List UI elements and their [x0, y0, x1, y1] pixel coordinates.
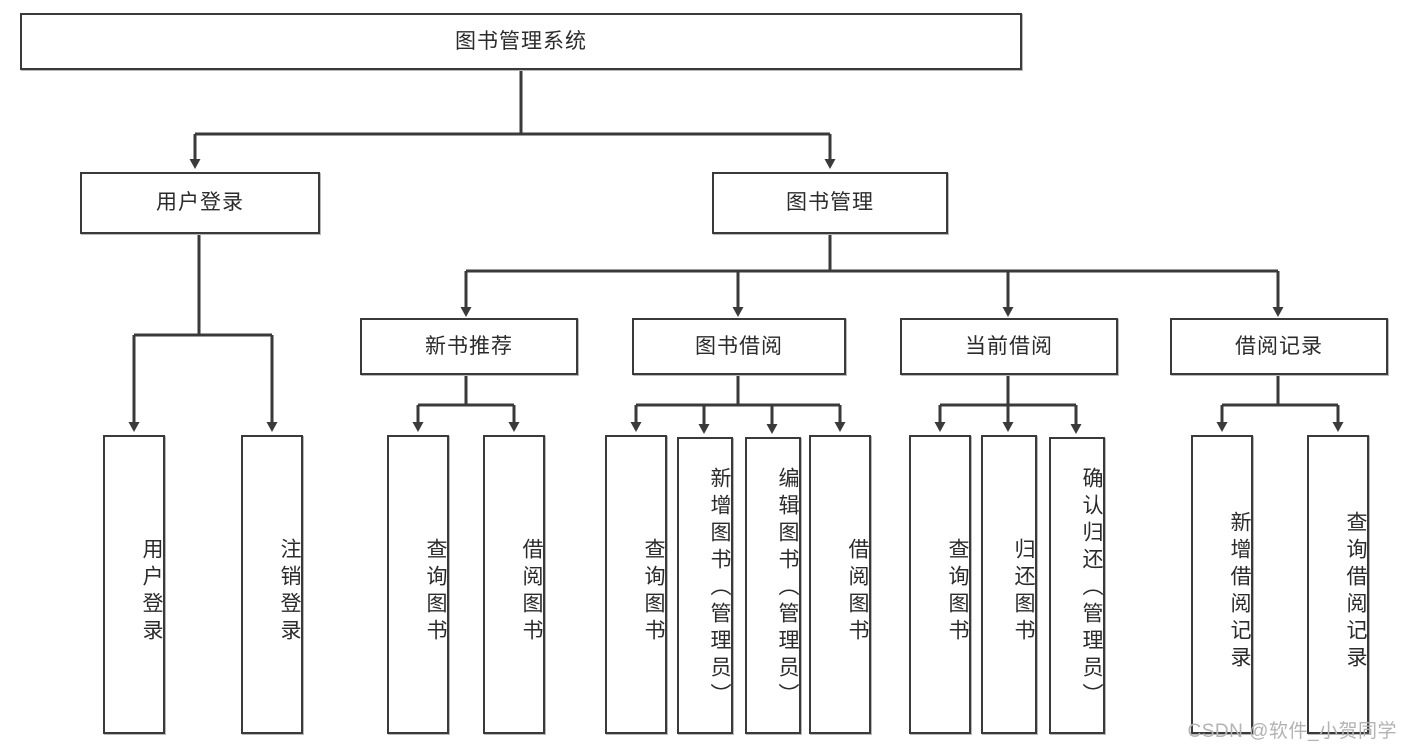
node-leaf-query-book-1-label: 查询图书 — [424, 537, 447, 646]
node-borrow-record-label: 借阅记录 — [1235, 334, 1323, 358]
node-new-book-rec-label: 新书推荐 — [425, 334, 513, 358]
node-leaf-borrow-book-2[interactable]: 借阅图书 — [809, 435, 871, 734]
node-leaf-logout-label: 注销登录 — [278, 537, 301, 646]
node-leaf-add-record-label: 新增借阅记录 — [1228, 510, 1251, 673]
node-root-label: 图书管理系统 — [455, 29, 587, 53]
node-user-login-label: 用户登录 — [156, 191, 244, 215]
node-leaf-borrow-book-1[interactable]: 借阅图书 — [483, 435, 545, 734]
node-leaf-query-book-3[interactable]: 查询图书 — [909, 435, 971, 734]
node-leaf-logout[interactable]: 注销登录 — [241, 435, 303, 734]
node-leaf-borrow-book-1-label: 借阅图书 — [520, 537, 543, 646]
node-leaf-query-record[interactable]: 查询借阅记录 — [1307, 435, 1369, 734]
node-leaf-user-login-label: 用户登录 — [140, 537, 163, 646]
node-leaf-query-book-2-label: 查询图书 — [642, 537, 665, 646]
node-leaf-return-book-label: 归还图书 — [1012, 537, 1035, 646]
node-current-borrow[interactable]: 当前借阅 — [900, 318, 1118, 375]
node-leaf-borrow-book-2-label: 借阅图书 — [846, 537, 869, 646]
node-borrow-record[interactable]: 借阅记录 — [1170, 318, 1388, 375]
node-book-borrow[interactable]: 图书借阅 — [632, 318, 846, 375]
node-leaf-query-book-3-label: 查询图书 — [946, 537, 969, 646]
node-leaf-return-book[interactable]: 归还图书 — [981, 435, 1037, 734]
node-leaf-edit-book-label: 编辑图书（管理员） — [776, 467, 799, 710]
node-leaf-add-book[interactable]: 新增图书（管理员） — [677, 437, 733, 734]
node-leaf-query-book-2[interactable]: 查询图书 — [605, 435, 667, 734]
node-leaf-user-login[interactable]: 用户登录 — [103, 435, 165, 734]
node-leaf-query-record-label: 查询借阅记录 — [1344, 510, 1367, 673]
node-leaf-edit-book[interactable]: 编辑图书（管理员） — [745, 437, 801, 734]
node-leaf-confirm-return-label: 确认归还（管理员） — [1080, 467, 1103, 710]
node-root[interactable]: 图书管理系统 — [20, 13, 1022, 70]
node-leaf-query-book-1[interactable]: 查询图书 — [387, 435, 449, 734]
node-leaf-add-book-label: 新增图书（管理员） — [708, 467, 731, 710]
node-new-book-rec[interactable]: 新书推荐 — [360, 318, 578, 375]
node-book-borrow-label: 图书借阅 — [695, 334, 783, 358]
node-leaf-confirm-return[interactable]: 确认归还（管理员） — [1049, 437, 1105, 734]
node-current-borrow-label: 当前借阅 — [965, 334, 1053, 358]
node-book-manage[interactable]: 图书管理 — [712, 172, 948, 234]
node-book-manage-label: 图书管理 — [786, 191, 874, 215]
node-user-login[interactable]: 用户登录 — [80, 172, 320, 234]
node-leaf-add-record[interactable]: 新增借阅记录 — [1191, 435, 1253, 734]
